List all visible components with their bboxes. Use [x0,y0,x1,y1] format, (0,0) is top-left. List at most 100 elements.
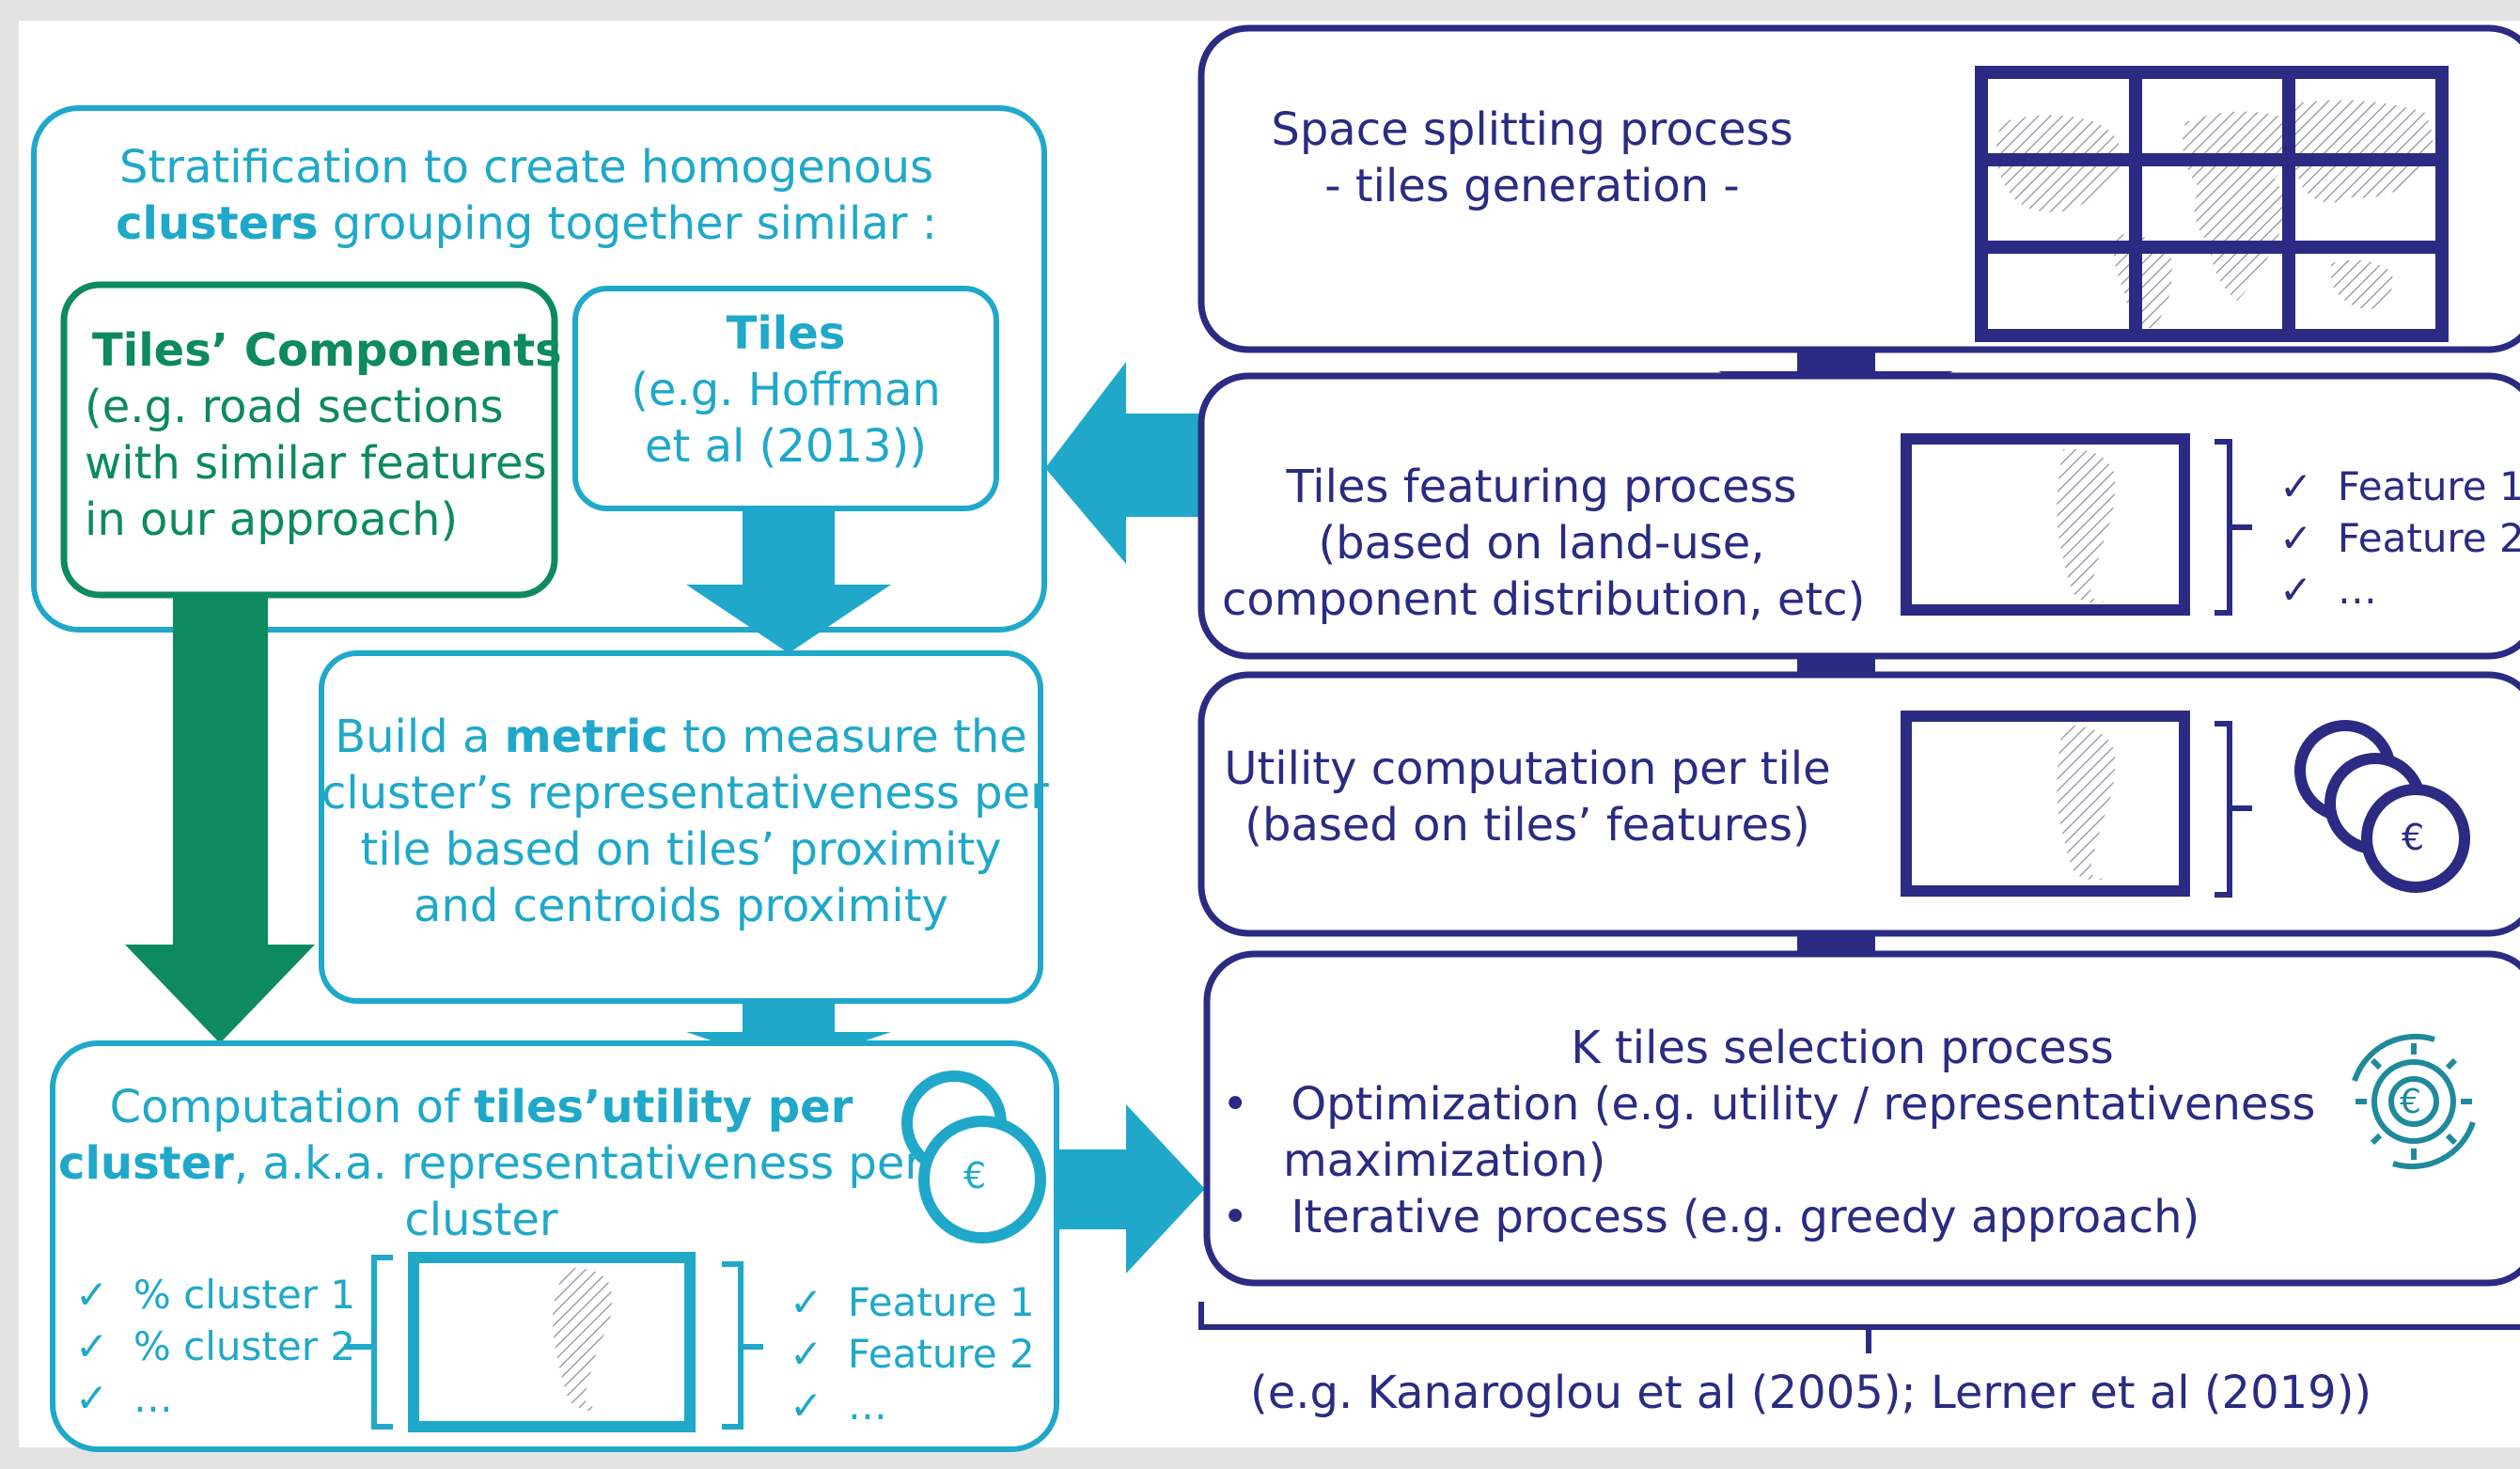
arrow-featuring-to-stratification [1045,362,1201,564]
space-line1: Space splitting process [1271,103,1793,156]
tiles-text: Tiles (e.g. Hoffman et al (2013)) [575,305,996,475]
utility-cluster-keyword: tiles’utility per [474,1081,853,1133]
featuring-text: Tiles featuring process (based on land-u… [1222,459,1866,628]
tile-map-icon [408,1252,696,1432]
utility-cluster-line3: cluster [404,1194,558,1246]
cluster-feature-checklist: ✓ Feature 1 ✓ Feature 2 ✓ … [790,1276,1035,1431]
check-icon: ✓ [75,1375,109,1421]
cluster-check-label: % cluster 1 [133,1272,356,1318]
utility-cluster-line2: cluster, a.k.a. representativeness per [58,1135,923,1192]
arrow-components-to-utility [125,595,315,1043]
components-title: Tiles’ Components [92,324,562,377]
coin-stack-icon [901,1070,1046,1243]
coin-stack-navy-icon [2294,720,2470,893]
check-icon: ✓ [75,1272,109,1318]
utility-cluster-line1-pre: Computation of [109,1081,475,1133]
metric-line2: cluster’s representativeness per [321,767,1049,820]
stratification-title: Stratification to create homogenous clus… [103,139,949,252]
gear-euro-symbol: € [2400,1083,2421,1121]
metric-keyword: metric [504,711,668,763]
metric-line4: and centroids proximity [414,880,948,932]
components-line3: in our approach) [85,493,459,546]
cluster-keyword: cluster [58,1137,234,1190]
bracket-left [344,1255,393,1430]
check-icon: ✓ [790,1383,823,1429]
featuring-line3: component distribution, etc) [1222,573,1866,626]
selection-title: K tiles selection process [1571,1022,2114,1074]
check-icon: ✓ [2279,515,2313,561]
selection-bullet-2: • Iterative process (e.g. greedy approach… [1222,1189,2315,1245]
components-text: Tiles’ Components (e.g. road sections wi… [85,322,562,548]
metric-line3: tile based on tiles’ proximity [360,823,1002,876]
utility-cluster-text: Computation of tiles’utility per cluster… [58,1079,923,1248]
utility-tile-text: Utility computation per tile (based on t… [1222,741,1833,853]
cluster-check-2: ✓ % cluster 2 [75,1321,355,1372]
tile-coin-symbol: € [2402,817,2425,858]
tiles-title: Tiles [726,307,846,360]
check-icon: ✓ [2279,567,2313,613]
check-icon: ✓ [75,1323,109,1369]
check-icon: ✓ [2279,463,2313,509]
bullet2-text: Iterative process (e.g. greedy approach) [1291,1191,2200,1243]
world-map-icon [1975,66,2449,342]
utility-tile-line2: (based on tiles’ features) [1244,799,1810,852]
selection-bullet-1: • Optimization (e.g. utility / representa… [1222,1076,2315,1133]
stratification-line2-rest: grouping together similar : [318,197,937,250]
gear-euro-icon [2352,1033,2476,1170]
stratification-line2: clusters grouping together similar : [103,195,949,252]
utility-map-icon [1901,711,2190,897]
cluster-feature-2: ✓ Feature 2 [790,1328,1035,1380]
clusters-keyword: clusters [116,197,319,250]
selection-box [1203,950,2520,1287]
featuring-check-2: ✓ Feature 2 [2279,512,2520,564]
metric-text: Build a metric to measure the cluster’s … [321,709,1049,934]
featuring-checklist: ✓ Feature 1 ✓ Feature 2 ✓ … [2279,461,2520,616]
feature-label: Feature 1 [847,1279,1035,1325]
feature-label: Feature 1 [2337,463,2520,509]
bullet1-line2: maximization) [1283,1134,1606,1187]
check-icon: ✓ [790,1331,823,1377]
featuring-line2: (based on land-use, [1318,517,1765,570]
arrow-metric-to-utility [686,1004,891,1067]
bullet-icon: • [1222,1078,1249,1131]
bullet-icon: • [1222,1191,1249,1243]
feature-label: … [2337,567,2377,613]
utility-tile-line1: Utility computation per tile [1224,742,1831,795]
cluster-feature-1: ✓ Feature 1 [790,1276,1035,1328]
cluster-check-label: % cluster 2 [133,1323,356,1369]
arrow-tiles-to-metric [686,508,891,653]
components-line1: (e.g. road sections [85,381,504,433]
metric-line1: Build a metric to measure the [321,709,1041,765]
cluster-check-1: ✓ % cluster 1 [75,1269,355,1321]
check-icon: ✓ [790,1279,823,1325]
bullet1-line1: Optimization (e.g. utility / representat… [1291,1078,2316,1131]
references-bracket [1198,1302,2520,1353]
cluster-feature-3: ✓ … [790,1380,1035,1431]
feature-label: … [847,1383,887,1429]
feature-label: Feature 2 [847,1331,1035,1377]
utility-cluster-box [50,1040,1059,1452]
arrow-utility-to-selection [1057,1104,1205,1274]
metric-box [319,650,1043,1004]
featuring-line1: Tiles featuring process [1286,461,1797,513]
feature-label: Feature 2 [2337,515,2520,561]
space-line2: - tiles generation - [1324,160,1740,212]
cluster-check-3: ✓ … [75,1372,355,1424]
bracket-right [722,1261,763,1430]
metric-line1-post: to measure the [667,711,1027,763]
selection-bullets: • Optimization (e.g. utility / representa… [1222,1076,2315,1245]
featuring-bracket [2215,439,2252,616]
tiles-line2: et al (2013)) [645,420,927,473]
featuring-map-icon [1901,433,2190,616]
metric-line1-pre: Build a [335,711,505,763]
featuring-check-1: ✓ Feature 1 [2279,461,2520,512]
featuring-check-3: ✓ … [2279,564,2520,616]
cluster-check-label: … [133,1375,173,1421]
tiles-line1: (e.g. Hoffman [631,364,941,416]
cluster-checklist: ✓ % cluster 1 ✓ % cluster 2 ✓ … [75,1269,355,1424]
components-box [60,281,558,599]
space-text: Space splitting process - tiles generati… [1250,102,1814,214]
utility-bracket [2215,721,2252,898]
references-text: (e.g. Kanaroglou et al (2005); Lerner et… [1250,1367,2372,1419]
